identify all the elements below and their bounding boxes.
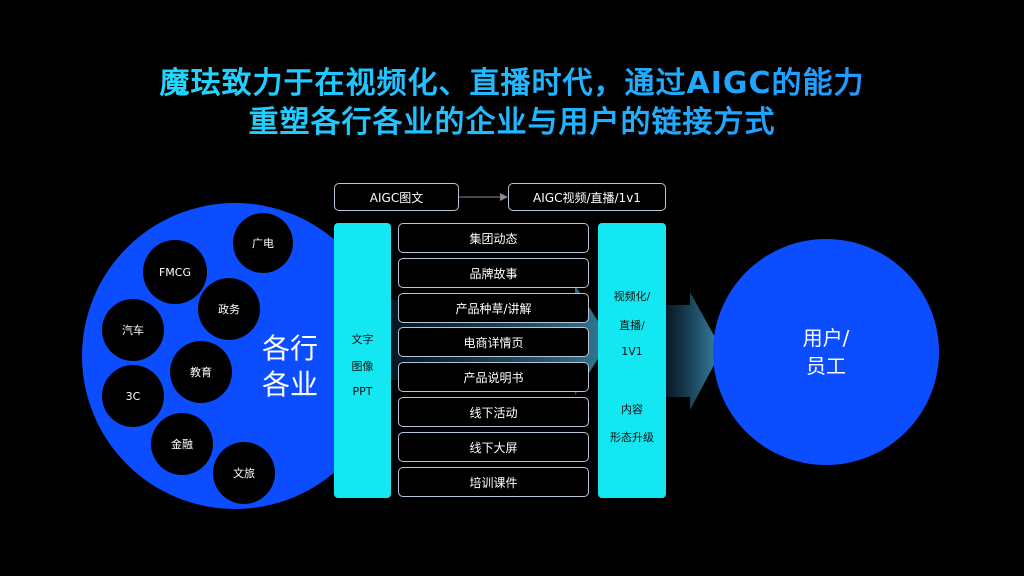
industries-label: 各行 各业 [254, 331, 326, 403]
industry-jiaoyu: 教育 [170, 341, 232, 403]
output-content: 内容 [621, 403, 643, 416]
top-flow-arrowhead [500, 193, 508, 201]
scenario-offline-screen: 线下大屏 [398, 432, 589, 462]
output-column: 视频化/ 直播/ 1V1 内容 形态升级 [598, 223, 666, 498]
users-label-line2: 员工 [806, 354, 846, 378]
output-video: 视频化/ [613, 290, 651, 303]
input-image: 图像 [351, 360, 374, 373]
industry-zhengwu: 政务 [198, 278, 260, 340]
title-line-2: 重塑各行各业的企业与用户的链接方式 [0, 97, 1024, 141]
industries-label-line2: 各业 [261, 368, 318, 401]
industry-fmcg: FMCG [143, 240, 207, 304]
users-circle: 用户/ 员工 [713, 239, 939, 465]
input-column: 文字 图像 PPT [334, 223, 391, 498]
aigc-text-box: AIGC图文 [334, 183, 459, 211]
industry-guangdian: 广电 [233, 213, 293, 273]
scenario-group-news: 集团动态 [398, 223, 589, 253]
users-label-line1: 用户/ [802, 326, 850, 350]
scenario-brand-story: 品牌故事 [398, 258, 589, 288]
output-1v1: 1V1 [621, 345, 643, 358]
input-text: 文字 [351, 333, 374, 346]
industry-qiche: 汽车 [102, 299, 164, 361]
industry-jinrong: 金融 [151, 413, 213, 475]
output-upgrade: 形态升级 [610, 431, 654, 444]
right-arrow [665, 292, 722, 410]
aigc-video-box: AIGC视频/直播/1v1 [508, 183, 666, 211]
input-ppt: PPT [352, 385, 373, 398]
scenario-manual: 产品说明书 [398, 362, 589, 392]
scenario-training: 培训课件 [398, 467, 589, 497]
industry-3c: 3C [102, 365, 164, 427]
title-line-1: 魔珐致力于在视频化、直播时代，通过AIGC的能力 [0, 58, 1024, 102]
scenario-offline-event: 线下活动 [398, 397, 589, 427]
scenario-ecommerce-page: 电商详情页 [398, 327, 589, 357]
users-label: 用户/ 员工 [803, 324, 850, 380]
output-live: 直播/ [619, 319, 645, 332]
industries-label-line1: 各行 [261, 332, 318, 365]
industry-wenlv: 文旅 [213, 442, 275, 504]
scenario-product-intro: 产品种草/讲解 [398, 293, 589, 323]
